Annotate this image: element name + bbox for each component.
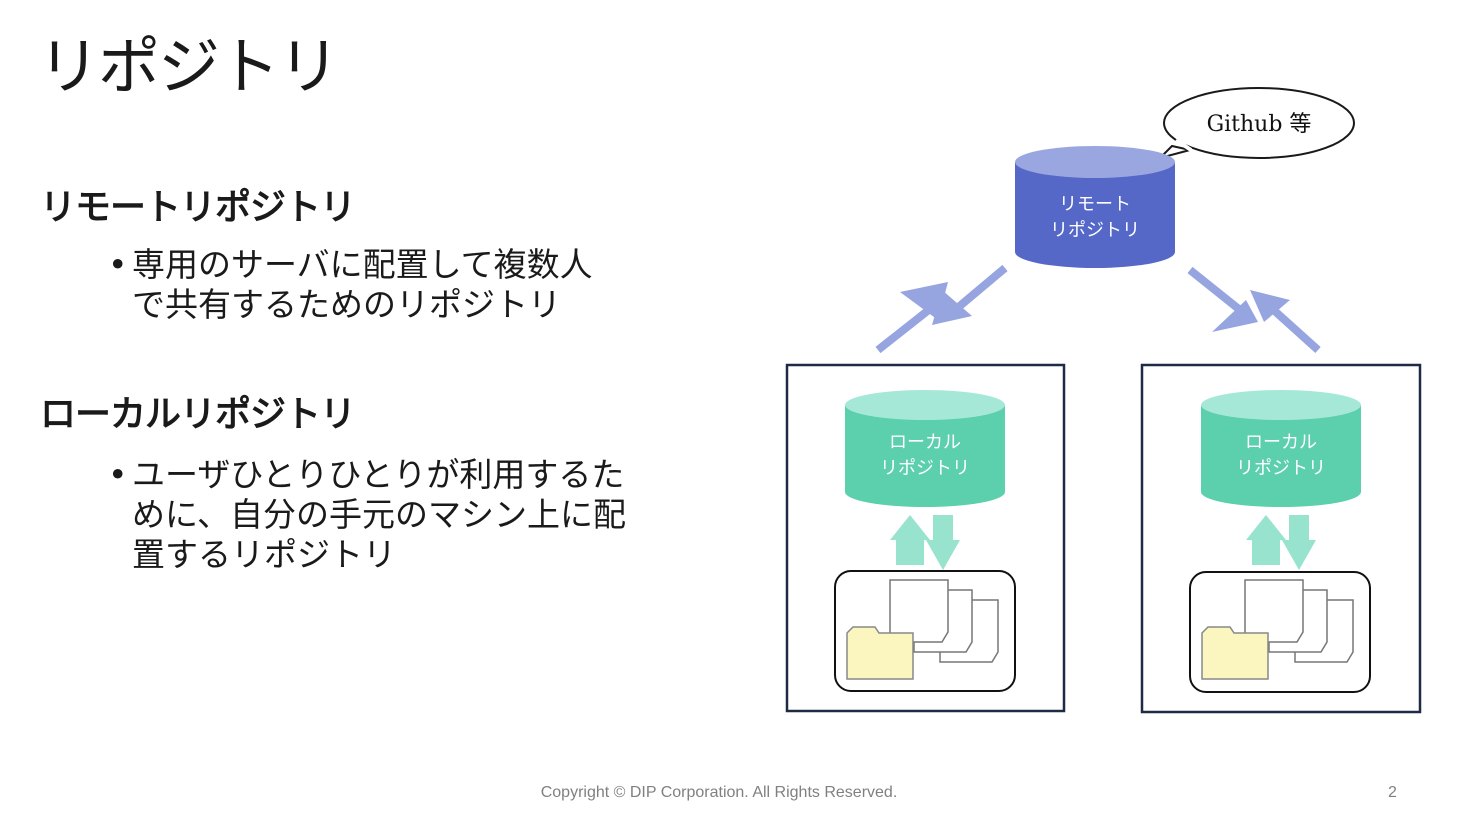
remote-repo-heading: リモートリポジトリ [40,186,356,228]
local-repo-heading: ローカルリポジトリ [40,393,356,435]
local1-down-arrow [926,515,960,570]
local2-cylinder-body [1201,405,1361,507]
local1-label-line2: リポジトリ [880,458,970,479]
github-callout: Github 等 [1156,87,1355,160]
remote-repo-cylinder: リモート リポジトリ [1015,146,1175,268]
bullet-dot: • [108,455,128,494]
copyright-footer: Copyright © DIP Corporation. All Rights … [540,784,898,801]
bullet-line: で共有するためのリポジトリ [132,285,561,324]
bullet-line: めに、自分の手元のマシン上に配 [132,495,627,534]
bullet-line: 置するリポジトリ [132,535,396,574]
bullet-dot: • [108,245,128,284]
local1-file-stack [889,579,999,663]
remote-cylinder-body [1015,162,1175,268]
local2-up-arrow [1246,515,1286,565]
local2-down-arrow [1282,515,1316,570]
remote-label-line2: リポジトリ [1050,220,1140,241]
bullet-line: ユーザひとりひとりが利用するた [132,455,625,494]
local1-folder-icon [846,626,914,680]
slide-title: リポジトリ [38,30,340,103]
remote-label-line1: リモート [1059,194,1131,215]
local1-up-arrow [890,515,930,565]
local-repo-bullet: • ユーザひとりひとりが利用するた めに、自分の手元のマシン上に配 置するリポジ… [108,455,688,575]
local2-label-line2: リポジトリ [1236,458,1326,479]
page-number: 2 [1388,784,1397,801]
local1-cylinder-top [845,390,1005,420]
local2-cylinder-top [1201,390,1361,420]
sync-arrows-left [875,264,1008,354]
bullet-line: 専用のサーバに配置して複数人 [132,245,593,284]
local-machine-2: ローカル リポジトリ [1140,363,1422,714]
callout-label: Github 等 [1207,112,1312,137]
local1-cylinder-body [845,405,1005,507]
local1-label-line1: ローカル [889,432,961,453]
local2-folder-icon [1201,626,1269,680]
local-machine-1: ローカル リポジトリ [785,363,1066,713]
local2-file-stack [1244,579,1354,663]
local2-label-line1: ローカル [1245,432,1317,453]
remote-repo-bullet: • 専用のサーバに配置して複数人 で共有するためのリポジトリ [108,245,688,325]
sync-arrows-right [1187,266,1321,353]
remote-cylinder-top [1015,146,1175,178]
